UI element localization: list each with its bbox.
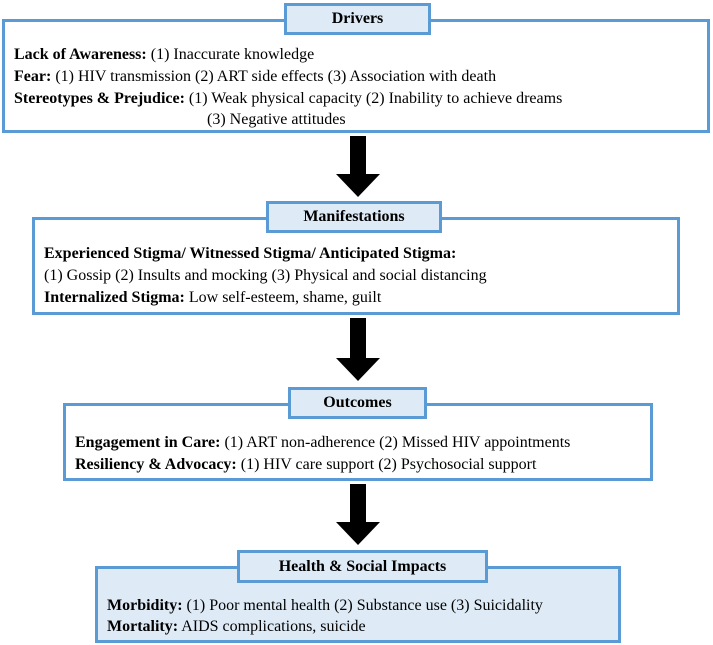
health-line-1: Morbidity: (1) Poor mental health (2) Su… (107, 596, 543, 616)
drivers-title: Drivers (284, 3, 431, 35)
health-line-2-label: Mortality: (107, 618, 179, 635)
outcomes-title: Outcomes (288, 387, 427, 419)
arrow-down-icon (336, 484, 380, 545)
drivers-line-3-text: (1) Weak physical capacity (2) Inability… (184, 90, 563, 107)
health-line-1-label: Morbidity: (107, 597, 183, 614)
drivers-line-3-label: Stereotypes & Prejudice: (14, 90, 185, 107)
manifestations-line-3: Internalized Stigma: Low self-esteem, sh… (44, 288, 381, 308)
outcomes-line-1: Engagement in Care: (1) ART non-adherenc… (75, 433, 570, 453)
outcomes-line-1-label: Engagement in Care: (75, 434, 221, 451)
manifestations-box (32, 217, 680, 315)
outcomes-line-2-text: (1) HIV care support (2) Psychosocial su… (236, 456, 537, 473)
outcomes-line-2-label: Resiliency & Advocacy: (75, 456, 237, 473)
drivers-line-2-label: Fear: (14, 68, 52, 85)
outcomes-line-1-text: (1) ART non-adherence (2) Missed HIV app… (220, 434, 571, 451)
drivers-line-1-label: Lack of Awareness: (14, 46, 147, 63)
manifestations-line-2-text: (1) Gossip (2) Insults and mocking (3) P… (44, 267, 487, 284)
drivers-line-2-text: (1) HIV transmission (2) ART side effect… (51, 68, 497, 85)
drivers-line-3: Stereotypes & Prejudice: (1) Weak physic… (14, 89, 562, 109)
drivers-line-2: Fear: (1) HIV transmission (2) ART side … (14, 67, 496, 87)
drivers-line-1: Lack of Awareness: (1) Inaccurate knowle… (14, 45, 314, 65)
manifestations-line-2: (1) Gossip (2) Insults and mocking (3) P… (44, 266, 487, 286)
health-line-2: Mortality: AIDS complications, suicide (107, 617, 366, 637)
drivers-line-1-text: (1) Inaccurate knowledge (146, 46, 315, 63)
manifestations-title: Manifestations (266, 201, 442, 233)
manifestations-line-3-label: Internalized Stigma: (44, 289, 185, 306)
health-social-impacts-title: Health & Social Impacts (237, 550, 488, 583)
arrow-down-icon (336, 136, 380, 197)
health-line-2-text: AIDS complications, suicide (178, 618, 366, 635)
drivers-line-4: (3) Negative attitudes (207, 110, 346, 130)
manifestations-line-3-text: Low self-esteem, shame, guilt (184, 289, 382, 306)
manifestations-line-1-label: Experienced Stigma/ Witnessed Stigma/ An… (44, 245, 457, 262)
arrow-down-icon (336, 318, 380, 381)
manifestations-line-1: Experienced Stigma/ Witnessed Stigma/ An… (44, 244, 456, 264)
health-line-1-text: (1) Poor mental health (2) Substance use… (182, 597, 543, 614)
outcomes-line-2: Resiliency & Advocacy: (1) HIV care supp… (75, 455, 536, 475)
drivers-line-4-text: (3) Negative attitudes (207, 111, 346, 128)
